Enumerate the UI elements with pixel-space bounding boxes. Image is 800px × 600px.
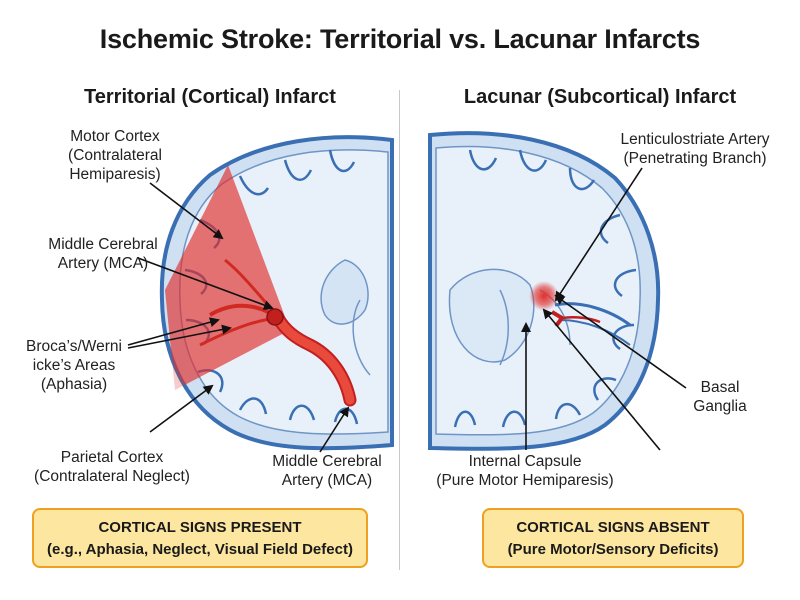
left-hemisphere — [159, 135, 394, 451]
label-lenticulostriate-artery: Lenticulostriate Artery (Penetrating Bra… — [600, 130, 790, 168]
figure-title: Ischemic Stroke: Territorial vs. Lacunar… — [99, 24, 701, 54]
label-broca-wernicke: Broca’s/Werni icke’s Areas (Aphasia) — [18, 337, 130, 394]
label-line: Ganglia — [693, 398, 747, 415]
label-line: Parietal Cortex — [60, 449, 164, 466]
label-line: Motor Cortex — [70, 128, 160, 145]
label-parietal-cortex: Parietal Cortex (Contralateral Neglect) — [22, 448, 202, 486]
right-leader-lines — [521, 167, 687, 451]
label-line: (Pure Motor Hemiparesis) — [436, 472, 614, 489]
cortical-signs-absent-box: CORTICAL SIGNS ABSENT (Pure Motor/Sensor… — [482, 508, 744, 568]
box-heading: CORTICAL SIGNS ABSENT — [516, 519, 710, 536]
label-line: Lenticulostriate Artery — [620, 131, 770, 148]
label-line: (Aphasia) — [40, 376, 108, 393]
label-line: Internal Capsule — [468, 453, 582, 470]
label-basal-ganglia: Basal Ganglia — [680, 378, 760, 416]
right-panel-heading: Lacunar (Subcortical) Infarct — [463, 86, 737, 108]
label-line: icke’s Areas — [32, 357, 116, 374]
cortical-signs-present-box: CORTICAL SIGNS PRESENT (e.g., Aphasia, N… — [32, 508, 368, 568]
left-leader-lines — [127, 182, 350, 453]
label-line: Middle Cerebral — [272, 453, 382, 470]
label-line: Broca’s/Werni — [26, 338, 122, 355]
label-line: Hemiparesis) — [69, 166, 161, 183]
label-line: (Penetrating Branch) — [623, 150, 767, 167]
label-line: Basal — [700, 379, 740, 396]
left-panel-heading: Territorial (Cortical) Infarct — [84, 86, 336, 108]
box-detail: (e.g., Aphasia, Neglect, Visual Field De… — [47, 541, 353, 558]
lacunar-infarct — [529, 281, 559, 311]
clot — [266, 308, 284, 326]
label-mca-bottom: Middle Cerebral Artery (MCA) — [262, 452, 392, 490]
label-line: Artery (MCA) — [281, 472, 373, 489]
label-motor-cortex: Motor Cortex (Contralateral Hemiparesis) — [45, 127, 185, 184]
label-mca-top: Middle Cerebral Artery (MCA) — [28, 235, 178, 273]
panel-divider — [399, 90, 400, 570]
label-line: Middle Cerebral — [48, 236, 158, 253]
label-internal-capsule: Internal Capsule (Pure Motor Hemiparesis… — [430, 452, 620, 490]
label-line: (Contralateral — [68, 147, 162, 164]
box-heading: CORTICAL SIGNS PRESENT — [98, 519, 302, 536]
box-detail: (Pure Motor/Sensory Deficits) — [507, 541, 719, 558]
label-line: (Contralateral Neglect) — [34, 468, 190, 485]
right-hemisphere — [428, 131, 661, 451]
label-line: Artery (MCA) — [57, 255, 149, 272]
